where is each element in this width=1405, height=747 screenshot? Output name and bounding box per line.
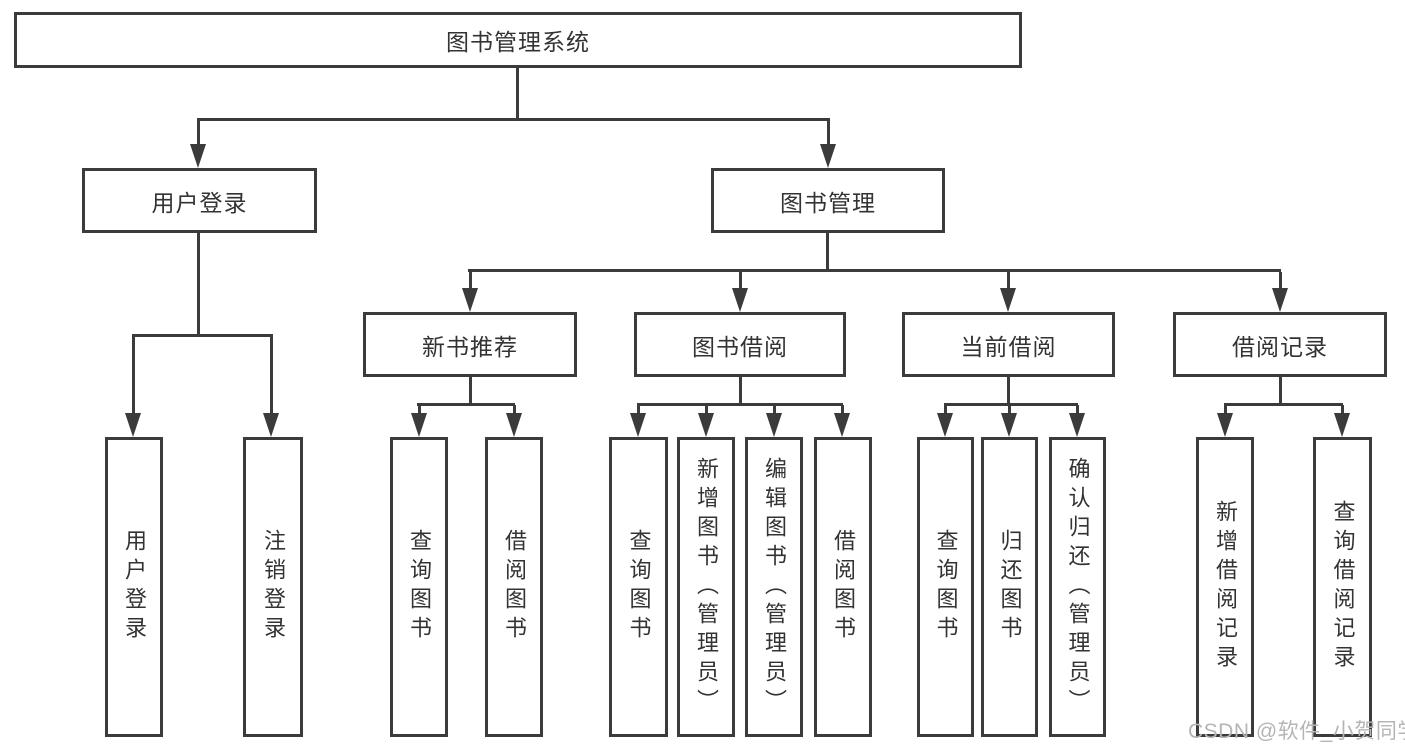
arrow-down-book-borrow	[732, 288, 748, 312]
connector-level3-rail	[468, 269, 1281, 272]
connector-current-borrow-rail	[944, 403, 1078, 406]
leaf-add-borrow-record-label: 新增借阅记录	[1213, 500, 1238, 674]
arrow-down-leaf-logout	[263, 413, 279, 437]
arrow-down-br-add	[1217, 413, 1233, 437]
connector-bb-borrow-drop	[841, 405, 844, 415]
leaf-query-books-borrowing-label: 查询图书	[626, 529, 652, 645]
leaf-query-borrow-record-label: 查询借阅记录	[1330, 500, 1356, 674]
leaf-query-books-borrowing: 查询图书	[609, 437, 668, 737]
arrow-down-borrow-records	[1272, 288, 1288, 312]
node-new-book-recommendation: 新书推荐	[363, 312, 577, 377]
leaf-return-books: 归还图书	[981, 437, 1038, 737]
connector-level2-rail	[197, 118, 830, 121]
leaf-query-borrow-record: 查询借阅记录	[1313, 437, 1372, 737]
leaf-edit-books-admin: 编辑图书（管理员）	[745, 437, 803, 737]
node-borrowing-records: 借阅记录	[1173, 312, 1387, 377]
connector-bb-query-drop	[637, 405, 640, 415]
node-book-management: 图书管理	[711, 168, 945, 233]
leaf-borrow-books-recommend: 借阅图书	[485, 437, 543, 737]
node-user-login-label: 用户登录	[151, 189, 248, 216]
connector-user-login-rail	[132, 334, 273, 337]
leaf-borrow-books-borrowing-label: 借阅图书	[831, 529, 856, 645]
connector-book-mgmt-stem	[826, 233, 829, 271]
arrow-down-current-borrow	[1000, 288, 1016, 312]
leaf-borrow-books-recommend-label: 借阅图书	[502, 529, 527, 645]
leaf-edit-books-admin-label: 编辑图书（管理员）	[762, 456, 787, 718]
connector-cb-return-drop	[1008, 405, 1011, 415]
node-current-borrowing: 当前借阅	[902, 312, 1115, 377]
connector-root-stem	[516, 68, 519, 121]
leaf-confirm-return-admin-label: 确认归还（管理员）	[1065, 456, 1091, 718]
connector-leaf-logout-drop	[270, 336, 273, 415]
leaf-user-login-label: 用户登录	[122, 529, 147, 645]
connector-nb-query-drop	[418, 405, 421, 415]
arrow-down-cb-query	[937, 413, 953, 437]
leaf-query-books-recommend: 查询图书	[390, 437, 448, 737]
connector-cb-query-drop	[944, 405, 947, 415]
connector-book-borrow-rail	[637, 403, 843, 406]
arrow-down-br-query	[1334, 413, 1350, 437]
connector-user-login-drop	[197, 120, 200, 146]
connector-nb-borrow-drop	[513, 405, 516, 415]
connector-borrow-records-stem	[1279, 377, 1282, 404]
leaf-add-books-admin-label: 新增图书（管理员）	[694, 456, 719, 718]
arrow-down-bb-borrow	[834, 413, 850, 437]
connector-bb-edit-drop	[773, 405, 776, 415]
arrow-down-bb-query	[630, 413, 646, 437]
leaf-add-books-admin: 新增图书（管理员）	[677, 437, 735, 737]
node-root: 图书管理系统	[14, 12, 1022, 68]
arrow-down-book-mgmt	[820, 144, 836, 168]
node-book-borrowing: 图书借阅	[634, 312, 846, 377]
arrow-down-bb-edit	[766, 413, 782, 437]
csdn-watermark: CSDN @软件_小贺同学	[1188, 720, 1405, 743]
connector-borrow-records-rail	[1224, 403, 1343, 406]
leaf-return-books-label: 归还图书	[997, 529, 1023, 645]
node-book-borrowing-label: 图书借阅	[692, 333, 788, 360]
leaf-query-books-current: 查询图书	[917, 437, 974, 737]
connector-book-mgmt-drop	[827, 120, 830, 146]
leaf-confirm-return-admin: 确认归还（管理员）	[1049, 437, 1106, 737]
arrow-down-new-book	[462, 288, 478, 312]
connector-current-borrow-stem	[1007, 377, 1010, 404]
node-borrowing-records-label: 借阅记录	[1232, 333, 1328, 360]
connector-cb-confirm-drop	[1076, 405, 1079, 415]
arrow-down-nb-borrow	[506, 413, 522, 437]
connector-br-add-drop	[1224, 405, 1227, 415]
connector-current-borrow-drop	[1007, 272, 1010, 290]
connector-br-query-drop	[1341, 405, 1344, 415]
node-book-management-label: 图书管理	[780, 189, 876, 216]
leaf-logout: 注销登录	[243, 437, 303, 737]
arrow-down-cb-return	[1001, 413, 1017, 437]
node-current-borrowing-label: 当前借阅	[960, 333, 1057, 360]
connector-new-book-rail	[417, 403, 515, 406]
leaf-query-books-current-label: 查询图书	[933, 529, 959, 645]
connector-book-borrow-drop	[739, 272, 742, 290]
leaf-borrow-books-borrowing: 借阅图书	[814, 437, 872, 737]
leaf-query-books-recommend-label: 查询图书	[407, 529, 432, 645]
leaf-user-login: 用户登录	[105, 437, 163, 737]
arrow-down-leaf-login	[125, 413, 141, 437]
connector-user-login-stem	[197, 233, 200, 336]
node-user-login: 用户登录	[82, 168, 317, 233]
connector-leaf-login-drop	[132, 336, 135, 415]
node-root-label: 图书管理系统	[446, 29, 590, 55]
connector-borrow-records-drop	[1279, 272, 1282, 290]
connector-bb-add-drop	[705, 405, 708, 415]
leaf-add-borrow-record: 新增借阅记录	[1196, 437, 1254, 737]
arrow-down-bb-add	[698, 413, 714, 437]
leaf-logout-label: 注销登录	[261, 529, 286, 645]
connector-new-book-drop	[469, 272, 472, 290]
node-new-book-recommendation-label: 新书推荐	[422, 333, 518, 360]
arrow-down-cb-confirm	[1069, 413, 1085, 437]
connector-new-book-stem	[469, 377, 472, 404]
arrow-down-user-login	[190, 144, 206, 168]
connector-book-borrow-stem	[739, 377, 742, 404]
arrow-down-nb-query	[411, 413, 427, 437]
